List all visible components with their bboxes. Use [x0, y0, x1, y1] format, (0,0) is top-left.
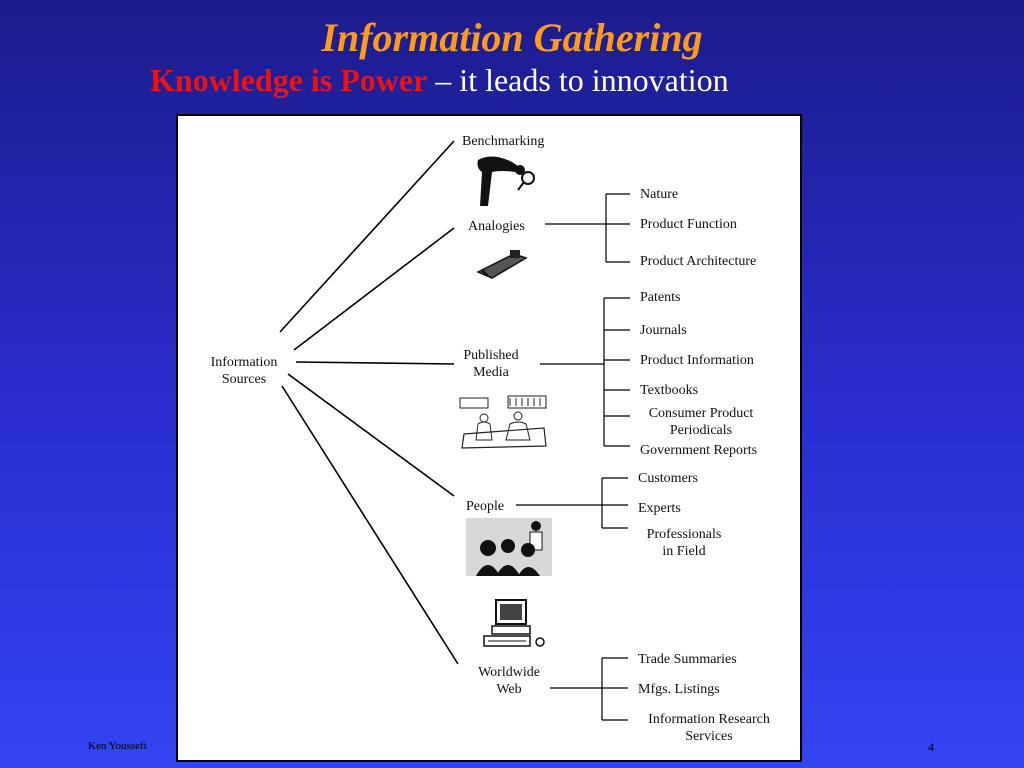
leaf-product-architecture: Product Architecture [640, 254, 757, 269]
analogies-plane-icon [476, 250, 528, 279]
leaf-information-research-services: Information Research Services [648, 712, 770, 744]
leaf-trade-summaries: Trade Summaries [638, 652, 737, 667]
leaf-consumer-product-periodicals: Consumer Product Periodicals [648, 406, 754, 438]
node-information-sources: Information Sources [210, 355, 278, 387]
leaf-experts: Experts [638, 501, 681, 516]
leaf-textbooks: Textbooks [640, 383, 699, 398]
connector-lines [279, 140, 630, 721]
leaf-professionals-in-field: Professionals in Field [646, 527, 722, 559]
leaf-nature: Nature [640, 187, 679, 202]
footer-page-number: 4 [928, 740, 934, 754]
leaf-patents: Patents [640, 290, 681, 305]
leaf-product-information: Product Information [640, 353, 754, 368]
footer-author: Ken Youssefi [88, 740, 147, 752]
slide-subtitle: Knowledge is Power – it leads to innovat… [150, 62, 729, 99]
people-group-icon [466, 518, 552, 576]
leaf-customers: Customers [638, 471, 698, 486]
node-worldwide-web: Worldwide Web [478, 665, 540, 697]
benchmarking-figure-icon [477, 156, 535, 206]
computer-workstation-icon [483, 599, 545, 647]
leaf-mfgs-listings: Mfgs. Listings [638, 682, 720, 697]
leaf-government-reports: Government Reports [640, 443, 758, 458]
node-benchmarking: Benchmarking [462, 134, 545, 149]
diagram-panel: Information Sources Benchmarking Analogi… [176, 114, 802, 762]
published-media-library-icon [459, 395, 547, 449]
node-people: People [466, 499, 505, 514]
subtitle-rest: – it leads to innovation [427, 62, 729, 98]
slide-title: Information Gathering [321, 15, 703, 60]
node-published-media: Published Media [463, 348, 519, 380]
subtitle-accent: Knowledge is Power [150, 62, 428, 98]
leaf-product-function: Product Function [640, 217, 737, 232]
leaf-journals: Journals [640, 323, 687, 338]
node-analogies: Analogies [468, 219, 525, 234]
